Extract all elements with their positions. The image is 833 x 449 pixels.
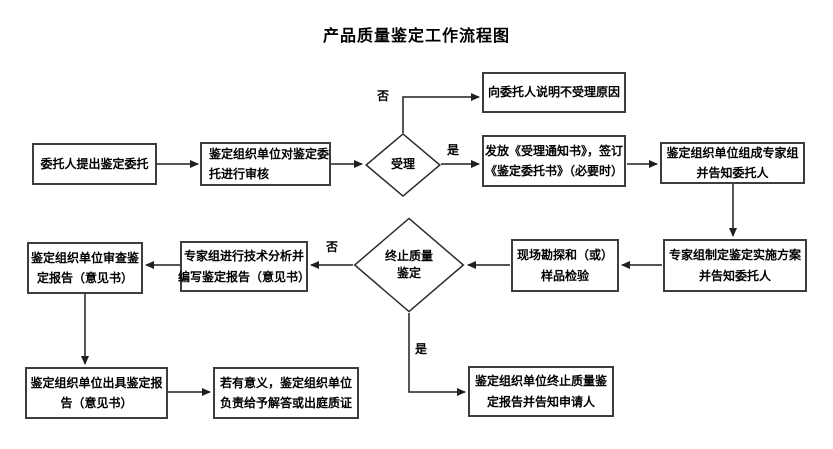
node-site-survey: 现场勘探和（或） 样品检验 [511, 239, 619, 292]
diamond-shape [365, 133, 441, 197]
node-court-testimony-line1: 若有意义，鉴定组织单位 [219, 375, 352, 390]
node-audit-report-line1: 鉴定组织单位审查鉴 [30, 250, 139, 265]
node-issue-report: 鉴定组织单位出具鉴定报 告（意见书） [25, 367, 168, 419]
node-issue-notice: 发放《受理通知书》，签订 《鉴定委托书》（必要时） [482, 135, 626, 187]
node-site-survey-line1: 现场勘探和（或） [516, 248, 613, 263]
node-court-testimony: 若有意义，鉴定组织单位 负责给予解答或出庭质证 [213, 367, 359, 419]
node-explain-rejection-line1: 向委托人说明不受理原因 [487, 85, 620, 100]
node-site-survey-line2: 样品检验 [540, 268, 589, 283]
arrow-accept-no-to-explain [402, 93, 480, 133]
node-issue-notice-line2: 《鉴定委托书》（必要时） [484, 164, 623, 178]
node-review: 鉴定组织单位对鉴定委 托进行审核 [200, 142, 331, 186]
node-review-line1: 鉴定组织单位对鉴定委 [209, 146, 330, 161]
decision-terminate-line1: 终止质量 [384, 248, 433, 263]
node-make-plan-line1: 专家组制定鉴定实施方案 [668, 248, 801, 263]
node-technical-analysis-line1: 专家组进行技术分析并 [183, 249, 304, 264]
node-court-testimony-line2: 负责给予解答或出庭质证 [219, 396, 352, 410]
node-terminate-report: 鉴定组织单位终止质量鉴 定报告并告知申请人 [468, 366, 614, 417]
node-form-expert-group: 鉴定组织单位组成专家组 并告知委托人 [660, 142, 805, 184]
node-review-line2: 托进行审核 [209, 167, 270, 181]
node-explain-rejection: 向委托人说明不受理原因 [482, 72, 626, 113]
node-issue-report-line1: 鉴定组织单位出具鉴定报 [30, 375, 163, 390]
node-terminate-report-line1: 鉴定组织单位终止质量鉴 [474, 374, 607, 389]
decision-accept-label: 受理 [390, 157, 415, 172]
node-issue-notice-line1: 发放《受理通知书》，签订 [484, 143, 623, 158]
branch-label-terminate-no: 否 [326, 240, 339, 254]
decision-terminate-line2: 鉴定 [396, 266, 421, 280]
node-audit-report: 鉴定组织单位审查鉴 定报告（意见书） [27, 242, 143, 294]
node-technical-analysis: 专家组进行技术分析并 编写鉴定报告（意见书） [178, 241, 311, 292]
node-form-expert-group-line1: 鉴定组织单位组成专家组 [666, 145, 799, 160]
decision-terminate: 终止质量 鉴定 [353, 217, 465, 313]
node-audit-report-line2: 定报告（意见书） [36, 271, 133, 285]
branch-label-accept-yes: 是 [447, 143, 460, 157]
node-make-plan-line2: 并告知委托人 [698, 268, 771, 283]
node-terminate-report-line2: 定报告并告知申请人 [486, 394, 595, 409]
diagram-title: 产品质量鉴定工作流程图 [322, 28, 510, 45]
node-technical-analysis-line2: 编写鉴定报告（意见书） [178, 269, 311, 284]
node-entrust-line1: 委托人提出鉴定委托 [40, 156, 149, 171]
node-make-plan: 专家组制定鉴定实施方案 并告知委托人 [663, 239, 807, 292]
node-form-expert-group-line2: 并告知委托人 [696, 166, 769, 180]
node-entrust: 委托人提出鉴定委托 [32, 143, 157, 185]
branch-label-accept-no: 否 [377, 89, 390, 103]
node-issue-report-line2: 告（意见书） [60, 396, 133, 410]
diamond-shape [353, 217, 465, 313]
decision-accept: 受理 [365, 133, 441, 197]
branch-label-terminate-yes: 是 [415, 342, 428, 356]
